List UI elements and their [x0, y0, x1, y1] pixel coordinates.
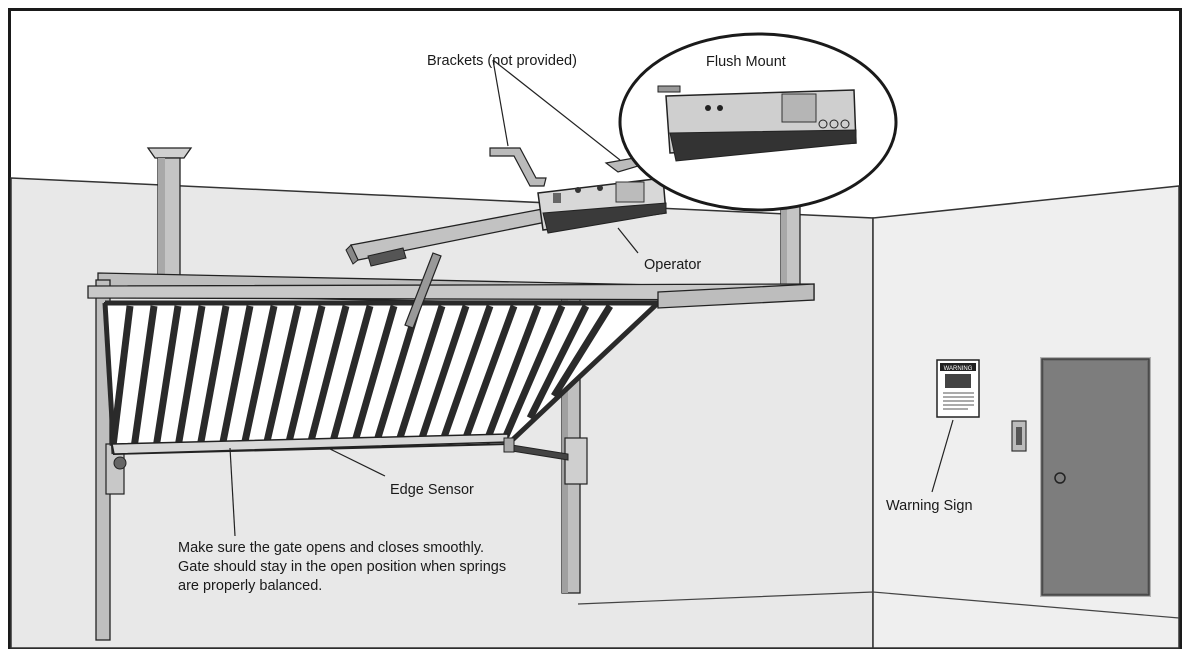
- gate: [102, 300, 665, 456]
- rail-extension: [657, 283, 815, 309]
- operator-leader: [617, 227, 639, 254]
- warning-sign-heading: WARNING: [944, 366, 973, 372]
- edge-sensor-label: Edge Sensor: [390, 482, 474, 498]
- door-knob: [1054, 472, 1066, 484]
- garage-gate-diagram: WARNING: [8, 8, 1182, 649]
- warning-sign-label: Warning Sign: [886, 498, 973, 514]
- operator-label: Operator: [644, 257, 701, 273]
- entry-door: [1040, 357, 1151, 597]
- edge-sensor-leader: [327, 447, 386, 477]
- note-leader: [229, 447, 236, 537]
- brackets-leader-right: [492, 59, 621, 161]
- wall-control: [1011, 420, 1027, 452]
- brackets-label: Brackets (not provided): [427, 53, 577, 69]
- counterbalance-arm: [503, 437, 569, 461]
- note-line-2: Gate should stay in the open position wh…: [178, 559, 506, 575]
- operator-unit: [537, 177, 667, 234]
- note-line-3: are properly balanced.: [178, 578, 322, 594]
- flush-mount-label: Flush Mount: [706, 54, 786, 70]
- flush-mount-callout: [618, 32, 898, 212]
- floor-line: [577, 591, 1180, 619]
- brackets-leader-left: [492, 59, 509, 147]
- note-line-1: Make sure the gate opens and closes smoo…: [178, 540, 484, 556]
- warning-sign-leader: [931, 419, 954, 493]
- diagram-frame: WARNING: [8, 8, 1182, 649]
- warning-sign: WARNING: [936, 359, 980, 418]
